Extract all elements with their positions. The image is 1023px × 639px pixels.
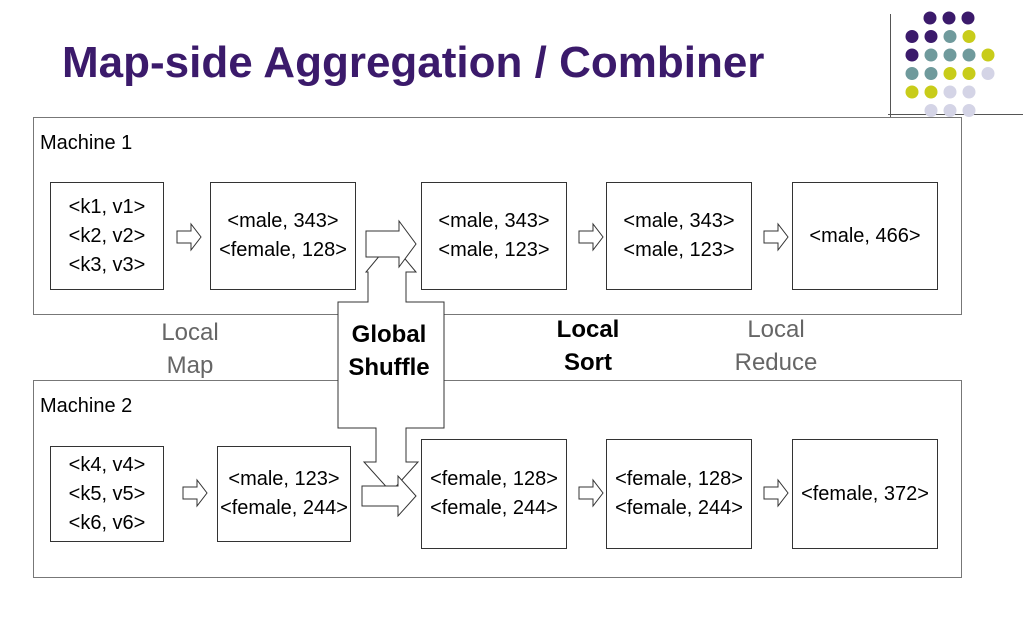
decor-dot xyxy=(943,104,957,117)
decor-horizontal-line xyxy=(888,114,1023,115)
box-line: <k2, v2> xyxy=(68,224,146,247)
decor-dot xyxy=(924,104,938,117)
decor-dot xyxy=(905,48,919,62)
machine-2-shuffle-output-box: <female, 128> <female, 244> xyxy=(421,439,567,549)
decor-dot xyxy=(962,30,976,43)
machine-1-shuffle-output-box: <male, 343> <male, 123> xyxy=(421,182,567,290)
box-line: <k1, v1> xyxy=(68,195,146,218)
box-line: <female, 128> xyxy=(430,468,558,490)
decor-dot xyxy=(943,48,957,62)
machine-1-map-output-box: <male, 343> <female, 128> xyxy=(210,182,356,290)
machine-1-label: Machine 1 xyxy=(40,132,133,154)
machine-2-input-box: <k4, v4> <k5, v5> <k6, v6> xyxy=(50,446,164,542)
box-line: <k5, v5> xyxy=(68,482,146,505)
stage-local-sort: Local Sort xyxy=(538,313,638,379)
box-line: <k4, v4> xyxy=(68,453,146,476)
machine-2-label: Machine 2 xyxy=(40,395,133,417)
box-line: <female, 128> xyxy=(615,468,743,490)
decor-vertical-line xyxy=(890,14,891,156)
right-arrow-icon xyxy=(578,478,604,508)
decor-dot xyxy=(905,67,919,80)
box-line: <male, 123> xyxy=(623,239,735,261)
machine-2-reduce-output-box: <female, 372> xyxy=(792,439,938,549)
decor-dot xyxy=(924,30,938,43)
decor-dot xyxy=(962,48,976,62)
decor-dot xyxy=(981,48,995,62)
box-line: <male, 466> xyxy=(809,224,921,247)
decor-dot xyxy=(943,67,957,80)
box-line: <male, 343> xyxy=(438,210,550,232)
decor-dot xyxy=(905,85,919,99)
box-line: <female, 372> xyxy=(801,482,929,505)
decor-dot xyxy=(905,30,919,43)
stage-local-reduce: Local Reduce xyxy=(716,313,836,379)
decor-dot xyxy=(962,104,976,117)
decor-dot xyxy=(962,67,976,80)
slide-title: Map-side Aggregation / Combiner xyxy=(62,38,765,87)
right-arrow-icon xyxy=(578,222,604,252)
box-line: <male, 343> xyxy=(227,210,339,232)
decor-dot xyxy=(943,30,957,43)
decor-dot xyxy=(924,48,938,62)
stage-line: Local xyxy=(161,319,219,346)
box-line: <female, 128> xyxy=(219,239,347,261)
machine-1-sort-output-box: <male, 343> <male, 123> xyxy=(606,182,752,290)
right-arrow-icon xyxy=(182,478,208,508)
stage-line: Reduce xyxy=(734,349,818,376)
stage-line: Shuffle xyxy=(348,354,430,381)
decor-dot xyxy=(924,67,938,80)
stage-line: Map xyxy=(166,352,214,379)
decor-dot xyxy=(923,11,937,25)
machine-2-sort-output-box: <female, 128> <female, 244> xyxy=(606,439,752,549)
decor-dot xyxy=(962,85,976,99)
decor-dot xyxy=(961,11,975,25)
stage-global-shuffle: Global Shuffle xyxy=(338,318,440,384)
machine-2-map-output-box: <male, 123> <female, 244> xyxy=(217,446,351,542)
box-line: <k3, v3> xyxy=(68,253,146,276)
machine-1-reduce-output-box: <male, 466> xyxy=(792,182,938,290)
box-line: <male, 123> xyxy=(228,468,340,490)
right-arrow-icon xyxy=(176,222,202,252)
box-line: <female, 244> xyxy=(220,497,348,519)
decor-dot xyxy=(981,67,995,80)
box-line: <female, 244> xyxy=(430,497,558,519)
stage-line: Local xyxy=(747,316,805,343)
stage-line: Global xyxy=(351,321,427,348)
box-line: <female, 244> xyxy=(615,497,743,519)
decor-dot xyxy=(942,11,956,25)
stage-line: Sort xyxy=(564,349,612,376)
box-line: <male, 123> xyxy=(438,239,550,261)
right-arrow-icon xyxy=(763,222,789,252)
decor-dot xyxy=(924,85,938,99)
box-line: <k6, v6> xyxy=(68,511,146,534)
decor-dot-grid xyxy=(905,11,995,117)
dot-cluster-icon xyxy=(905,11,995,117)
decor-dot xyxy=(943,85,957,99)
right-arrow-icon xyxy=(763,478,789,508)
machine-1-input-box: <k1, v1> <k2, v2> <k3, v3> xyxy=(50,182,164,290)
stage-line: Local xyxy=(556,316,620,343)
stage-local-map: Local Map xyxy=(140,316,240,382)
box-line: <male, 343> xyxy=(623,210,735,232)
